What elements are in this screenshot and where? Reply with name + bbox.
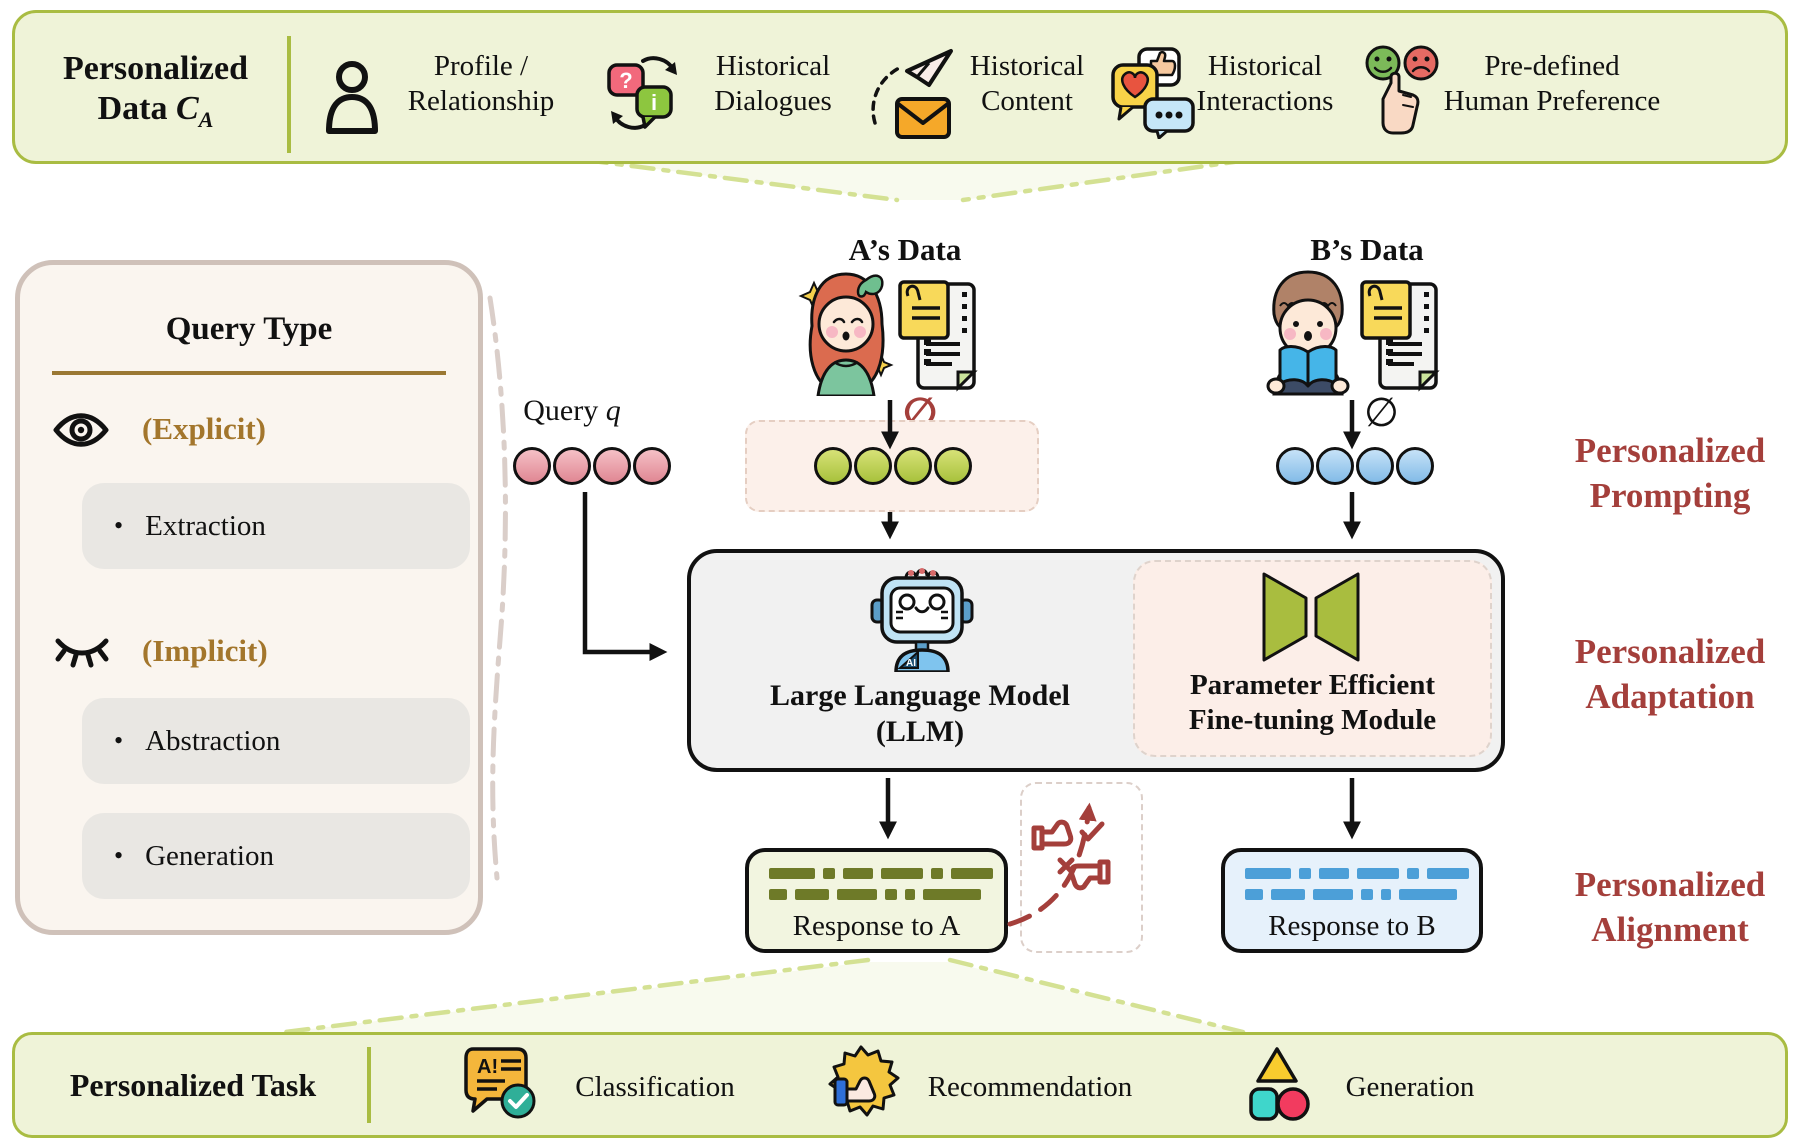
dashdot-green-lines [282, 157, 1251, 1035]
interactions-icon [1111, 47, 1195, 139]
query-type-title: Query Type [165, 311, 333, 347]
dialogues-icon: ? i [607, 56, 677, 130]
personalized-data-banner: Personalized Data CA Profile /Relationsh… [12, 10, 1788, 164]
feedback-thumbs-icon [1031, 819, 1111, 891]
banner-divider [287, 36, 291, 153]
query-token [513, 447, 551, 485]
context-token [1396, 447, 1434, 485]
a-token-row [814, 447, 972, 485]
response-b-lines [1245, 868, 1479, 879]
context-token [894, 447, 932, 485]
context-token [814, 447, 852, 485]
response-b-label: Response to B [1268, 910, 1436, 942]
response-a-label: Response to A [792, 910, 961, 942]
query-item-extraction: • Extraction [82, 483, 470, 569]
eye-closed-icon [55, 638, 109, 668]
svg-text:A!: A! [477, 1056, 498, 1078]
query-item-label: Extraction [145, 509, 266, 542]
query-type-panel: Query Type (Explicit) • Extraction (Impl… [15, 260, 483, 935]
dashdot-taupe-curve [487, 295, 508, 881]
response-b-box: Response to B [1221, 848, 1483, 953]
query-token [553, 447, 591, 485]
query-item-abstraction: • Abstraction [82, 698, 470, 784]
b-data-label: B’s Data [1310, 232, 1424, 267]
explicit-label: (Explicit) [142, 411, 266, 446]
user-a-icon [798, 272, 894, 396]
robot-icon: AI [870, 568, 974, 672]
context-token [1316, 447, 1354, 485]
document-b-icon [1360, 280, 1440, 392]
context-token [1356, 447, 1394, 485]
context-token [854, 447, 892, 485]
recommendation-icon [828, 1045, 900, 1117]
content-icon [871, 49, 953, 139]
response-b-lines [1245, 889, 1479, 900]
preference-icon [1365, 45, 1439, 135]
query-token [633, 447, 671, 485]
item-label-profile: Profile /Relationship [407, 50, 555, 117]
b-token-row [1276, 447, 1434, 485]
query-item-label: Abstraction [145, 724, 281, 757]
peft-adapter-icon [1262, 572, 1360, 662]
query-item-generation: • Generation [82, 813, 470, 899]
query-token-row [513, 447, 671, 485]
llm-title: Large Language Model(LLM) [770, 679, 1070, 748]
svg-text:?: ? [619, 68, 632, 93]
response-a-lines [769, 868, 1004, 879]
task-label-generation: Generation [1345, 1071, 1475, 1103]
task-label-recommendation: Recommendation [927, 1071, 1133, 1103]
response-a-lines [769, 889, 1004, 900]
bottom-banner-title: Personalized Task [69, 1067, 317, 1103]
context-token [1276, 447, 1314, 485]
bottom-banner-divider [367, 1047, 371, 1123]
document-a-icon [898, 280, 978, 392]
banner-title: Personalized Data CA [62, 50, 249, 132]
svg-text:i: i [651, 90, 657, 115]
eye-open-icon [53, 413, 109, 447]
query-q-label: Query q [523, 394, 621, 427]
person-icon [326, 61, 378, 134]
top-wedge-fill [585, 160, 1248, 200]
response-a-box: Response to A [745, 848, 1008, 953]
query-item-label: Generation [145, 839, 274, 872]
a-data-label: A’s Data [848, 232, 962, 267]
svg-text:AI: AI [906, 658, 916, 669]
task-label-classification: Classification [575, 1071, 735, 1103]
bottom-wedge-fill [285, 962, 1243, 1032]
classification-icon: A! [464, 1047, 536, 1119]
query-token [593, 447, 631, 485]
context-token [934, 447, 972, 485]
peft-module-box [1133, 560, 1492, 757]
query-type-rule [52, 371, 446, 375]
implicit-label: (Implicit) [142, 633, 268, 668]
user-b-icon [1266, 270, 1350, 396]
generation-icon [1249, 1047, 1310, 1121]
personalized-task-banner: Personalized Task A! Classification Reco… [12, 1032, 1788, 1138]
empty-set-b: ∅ [1364, 390, 1399, 436]
